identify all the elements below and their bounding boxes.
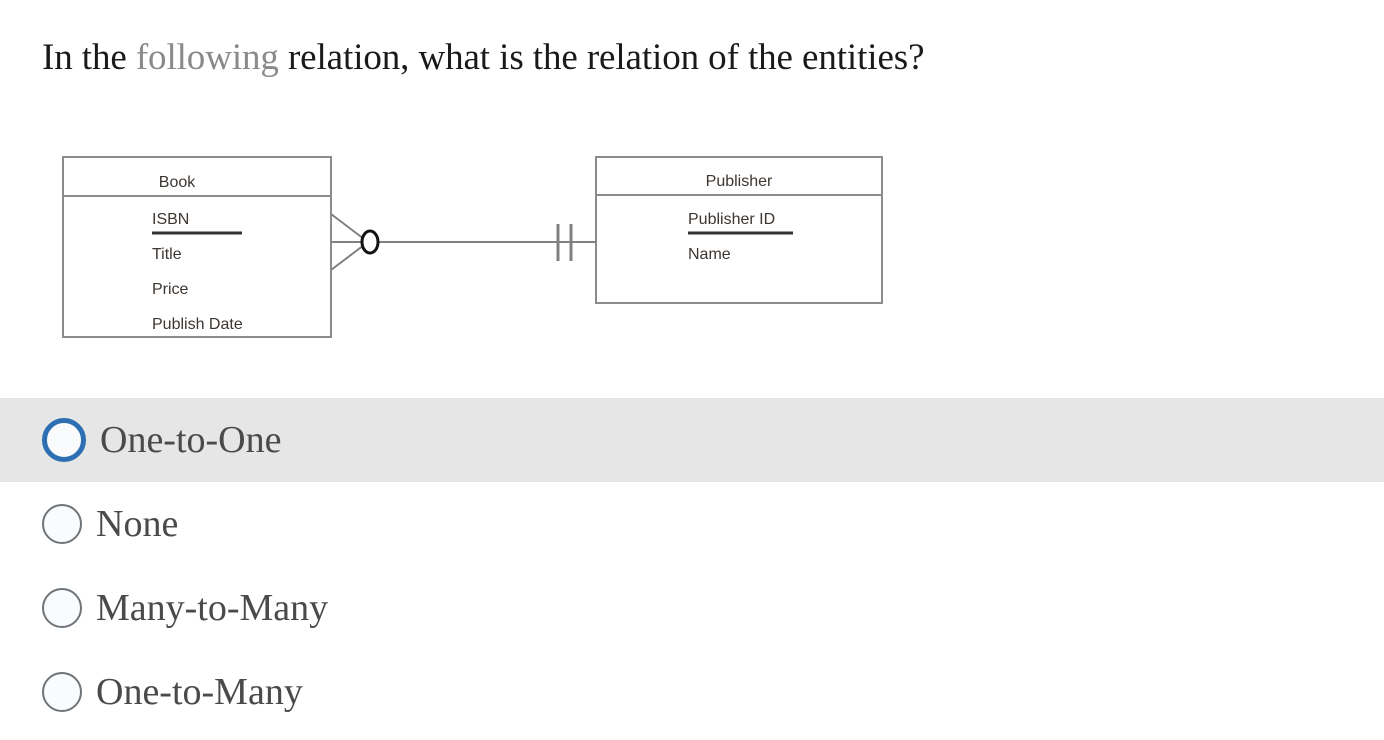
answer-option-label: One-to-One [100, 419, 282, 461]
entity-book: Book ISBN Title Price Publish Date [62, 156, 332, 338]
answer-options-list: One-to-One None Many-to-Many One-to-Many [0, 398, 1384, 734]
relationship-connector [330, 213, 596, 271]
radio-button-icon[interactable] [42, 672, 82, 712]
question-text-prefix: In the [42, 37, 136, 78]
answer-option-one-to-many[interactable]: One-to-Many [0, 650, 1384, 734]
entity-publisher: Publisher Publisher ID Name [595, 156, 883, 304]
answer-option-label: Many-to-Many [96, 587, 329, 629]
entity-book-attr-publish-date: Publish Date [152, 316, 243, 333]
page-title: In the following relation, what is the r… [42, 36, 924, 80]
radio-button-icon[interactable] [42, 418, 86, 462]
question-text-suffix: relation, what is the relation of the en… [278, 37, 925, 78]
entity-book-attr-title: Title [152, 246, 182, 263]
entity-book-attr-isbn: ISBN [152, 211, 189, 228]
answer-option-none[interactable]: None [0, 482, 1384, 566]
entity-publisher-attr-name: Name [688, 246, 731, 263]
entity-book-title: Book [159, 174, 196, 191]
entity-publisher-title: Publisher [706, 173, 773, 190]
er-diagram: Book ISBN Title Price Publish Date Publi… [62, 156, 883, 338]
answer-option-label: One-to-Many [96, 671, 303, 713]
radio-button-icon[interactable] [42, 504, 82, 544]
question-text-emphasis: following [135, 37, 279, 78]
answer-option-many-to-many[interactable]: Many-to-Many [0, 566, 1384, 650]
answer-option-label: None [96, 503, 179, 545]
zero-optionality-circle [360, 229, 380, 255]
entity-publisher-attr-publisher-id: Publisher ID [688, 211, 775, 228]
one-and-only-one-symbol [556, 224, 573, 261]
answer-option-one-to-one[interactable]: One-to-One [0, 398, 1384, 482]
entity-book-attr-price: Price [152, 281, 189, 298]
radio-button-icon[interactable] [42, 588, 82, 628]
